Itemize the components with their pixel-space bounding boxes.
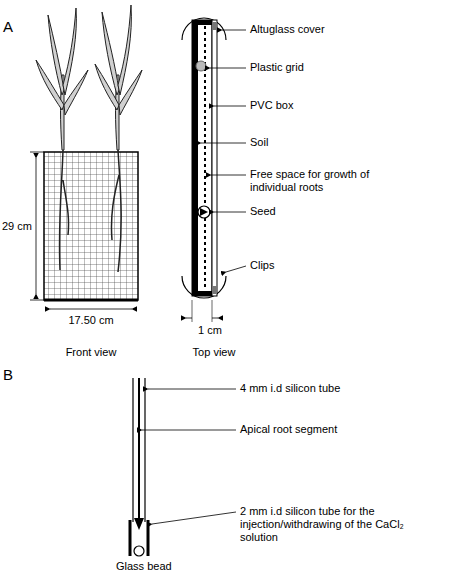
- tube-assembly: [130, 378, 236, 556]
- part-name: 2 mm i.d silicon tube for the injection/…: [240, 505, 410, 544]
- view-title: Front view: [66, 346, 117, 359]
- part-name: Plastic grid: [250, 61, 304, 74]
- part-name: Altuglass cover: [250, 23, 325, 36]
- top-view: [182, 18, 246, 322]
- part-name: Glass bead: [116, 560, 172, 573]
- front-view: [30, 5, 142, 309]
- part-name: Seed: [250, 205, 276, 218]
- view-title: Top view: [193, 346, 236, 359]
- part-name: Free space for growth of individual root…: [250, 168, 380, 194]
- dimension: 17.50 cm: [68, 314, 113, 327]
- part-name: Clips: [250, 259, 274, 272]
- part-name: Apical root segment: [240, 423, 337, 436]
- panel-letter: B: [3, 366, 13, 383]
- part-name: PVC box: [250, 99, 293, 112]
- part-name: Soil: [250, 136, 268, 149]
- panel-letter: A: [3, 18, 13, 35]
- dimension: 1 cm: [198, 324, 222, 337]
- dimension: 29 cm: [1, 220, 33, 233]
- part-name: 4 mm i.d silicon tube: [240, 382, 340, 395]
